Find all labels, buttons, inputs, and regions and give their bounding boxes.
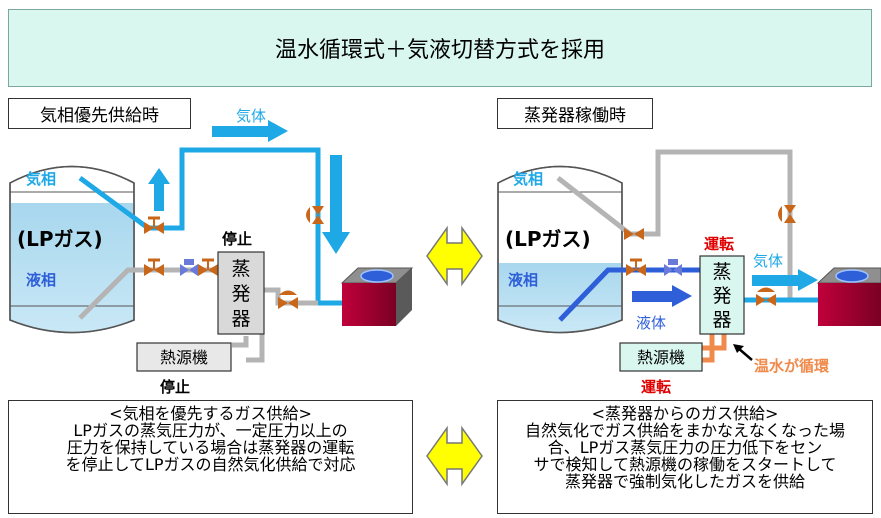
right-mode-text: 蒸発器稼働時	[524, 106, 626, 126]
switch-arrow-bottom-svg	[426, 425, 483, 487]
right-liquid-flow-label: 液体	[636, 314, 666, 332]
right-heater	[619, 342, 703, 372]
right-vaporizer-status: 運転	[704, 235, 734, 253]
right-liquid-arrow	[632, 285, 692, 307]
left-liquid-valve	[144, 258, 164, 276]
right-outlet-valve	[756, 287, 776, 306]
left-gas-arrow-down	[322, 155, 350, 254]
left-description-line-3: を停止してLPガスの自然気化供給で対応	[65, 455, 356, 474]
left-mode-text: 気相優先供給時	[40, 106, 159, 126]
left-description-line-2: 圧力を保持している場合は蒸発器の運転	[66, 438, 355, 457]
right-vapor-valve	[624, 228, 644, 240]
right-vaporizer-char-1: 蒸	[712, 261, 731, 283]
right-vaporizer-char-3: 器	[712, 309, 731, 331]
left-solenoid-valve	[180, 259, 198, 276]
left-liquid-label: 液相	[26, 271, 56, 289]
right-burner	[816, 267, 881, 326]
left-vapor-label: 気相	[26, 170, 56, 188]
left-gas-arrow-up	[148, 168, 170, 211]
left-vertical-valve	[306, 206, 324, 224]
switch-arrow-bottom-shape	[426, 425, 483, 487]
right-description-line-2: 合、LPガス蒸気圧力の圧力低下をセン	[547, 438, 823, 457]
left-tank	[9, 165, 135, 334]
right-liquid-valve	[626, 258, 646, 276]
left-gas-flow-label: 気体	[236, 107, 266, 125]
hot-water-label: 温水が循環	[754, 357, 830, 375]
left-outlet-valve	[278, 290, 298, 309]
right-description-line-3: サで検知して熱源機の稼働をスタートして	[533, 455, 837, 474]
right-description-title: <蒸発器からのガス供給>	[591, 404, 779, 423]
left-mode-label: 気相優先供給時	[8, 98, 191, 129]
left-vaporizer	[217, 251, 265, 335]
right-vertical-valve	[778, 205, 796, 223]
left-description-title: <気相を優先するガス供給>	[109, 404, 312, 423]
right-vapor-pipe	[556, 149, 793, 300]
banner-title: 温水循環式＋気液切替方式を採用	[274, 38, 605, 63]
right-description-line-1: 自然気化でガス供給をまかなえなくなった場	[524, 421, 845, 440]
right-mode-label: 蒸発器稼働時	[497, 98, 653, 129]
right-description: <蒸発器からのガス供給> 自然気化でガス供給をまかなえなくなった場 合、LPガス…	[497, 400, 873, 514]
right-description-line-4: 蒸発器で強制気化したガスを供給	[564, 472, 805, 491]
left-gas-arrow-right	[212, 120, 288, 142]
left-vaporizer-char-3: 器	[231, 308, 250, 330]
right-vaporizer	[699, 255, 745, 335]
left-tank-content: (LPガス)	[17, 227, 103, 251]
switch-arrow-top	[426, 225, 483, 287]
right-heater-status: 運転	[641, 378, 671, 396]
hot-water-pointer	[733, 344, 753, 361]
switch-arrow-bottom	[427, 24, 482, 80]
right-heater-label: 熱源機	[637, 348, 685, 367]
left-vaporizer-char-2: 発	[231, 283, 250, 305]
left-heater-label: 熱源機	[160, 348, 208, 367]
right-hot-water-pipe	[700, 334, 727, 363]
system-diagram: 気相 (LPガス) 液相 気体	[9, 24, 881, 396]
left-description-line-1: LPガスの蒸気圧力が、一定圧力以上の	[73, 421, 348, 440]
left-burner	[340, 267, 414, 326]
left-regulator-valve	[198, 258, 218, 276]
right-solenoid-valve	[664, 259, 682, 276]
left-vaporizer-char-1: 蒸	[231, 258, 250, 280]
right-vaporizer-char-2: 発	[712, 285, 731, 307]
right-gas-arrow	[752, 269, 818, 291]
right-tank-content: (LPガス)	[505, 227, 591, 251]
left-vaporizer-status: 停止	[222, 230, 252, 248]
right-gas-flow-label: 気体	[753, 252, 783, 270]
left-vapor-valve	[144, 216, 164, 234]
left-heater-status: 停止	[160, 378, 190, 396]
title-banner: 温水循環式＋気液切替方式を採用	[8, 9, 872, 87]
left-heater	[136, 342, 232, 372]
right-vapor-label: 気相	[513, 170, 543, 188]
right-liquid-label: 液相	[508, 271, 538, 289]
left-description: <気相を優先するガス供給> LPガスの蒸気圧力が、一定圧力以上の 圧力を保持して…	[8, 400, 413, 514]
